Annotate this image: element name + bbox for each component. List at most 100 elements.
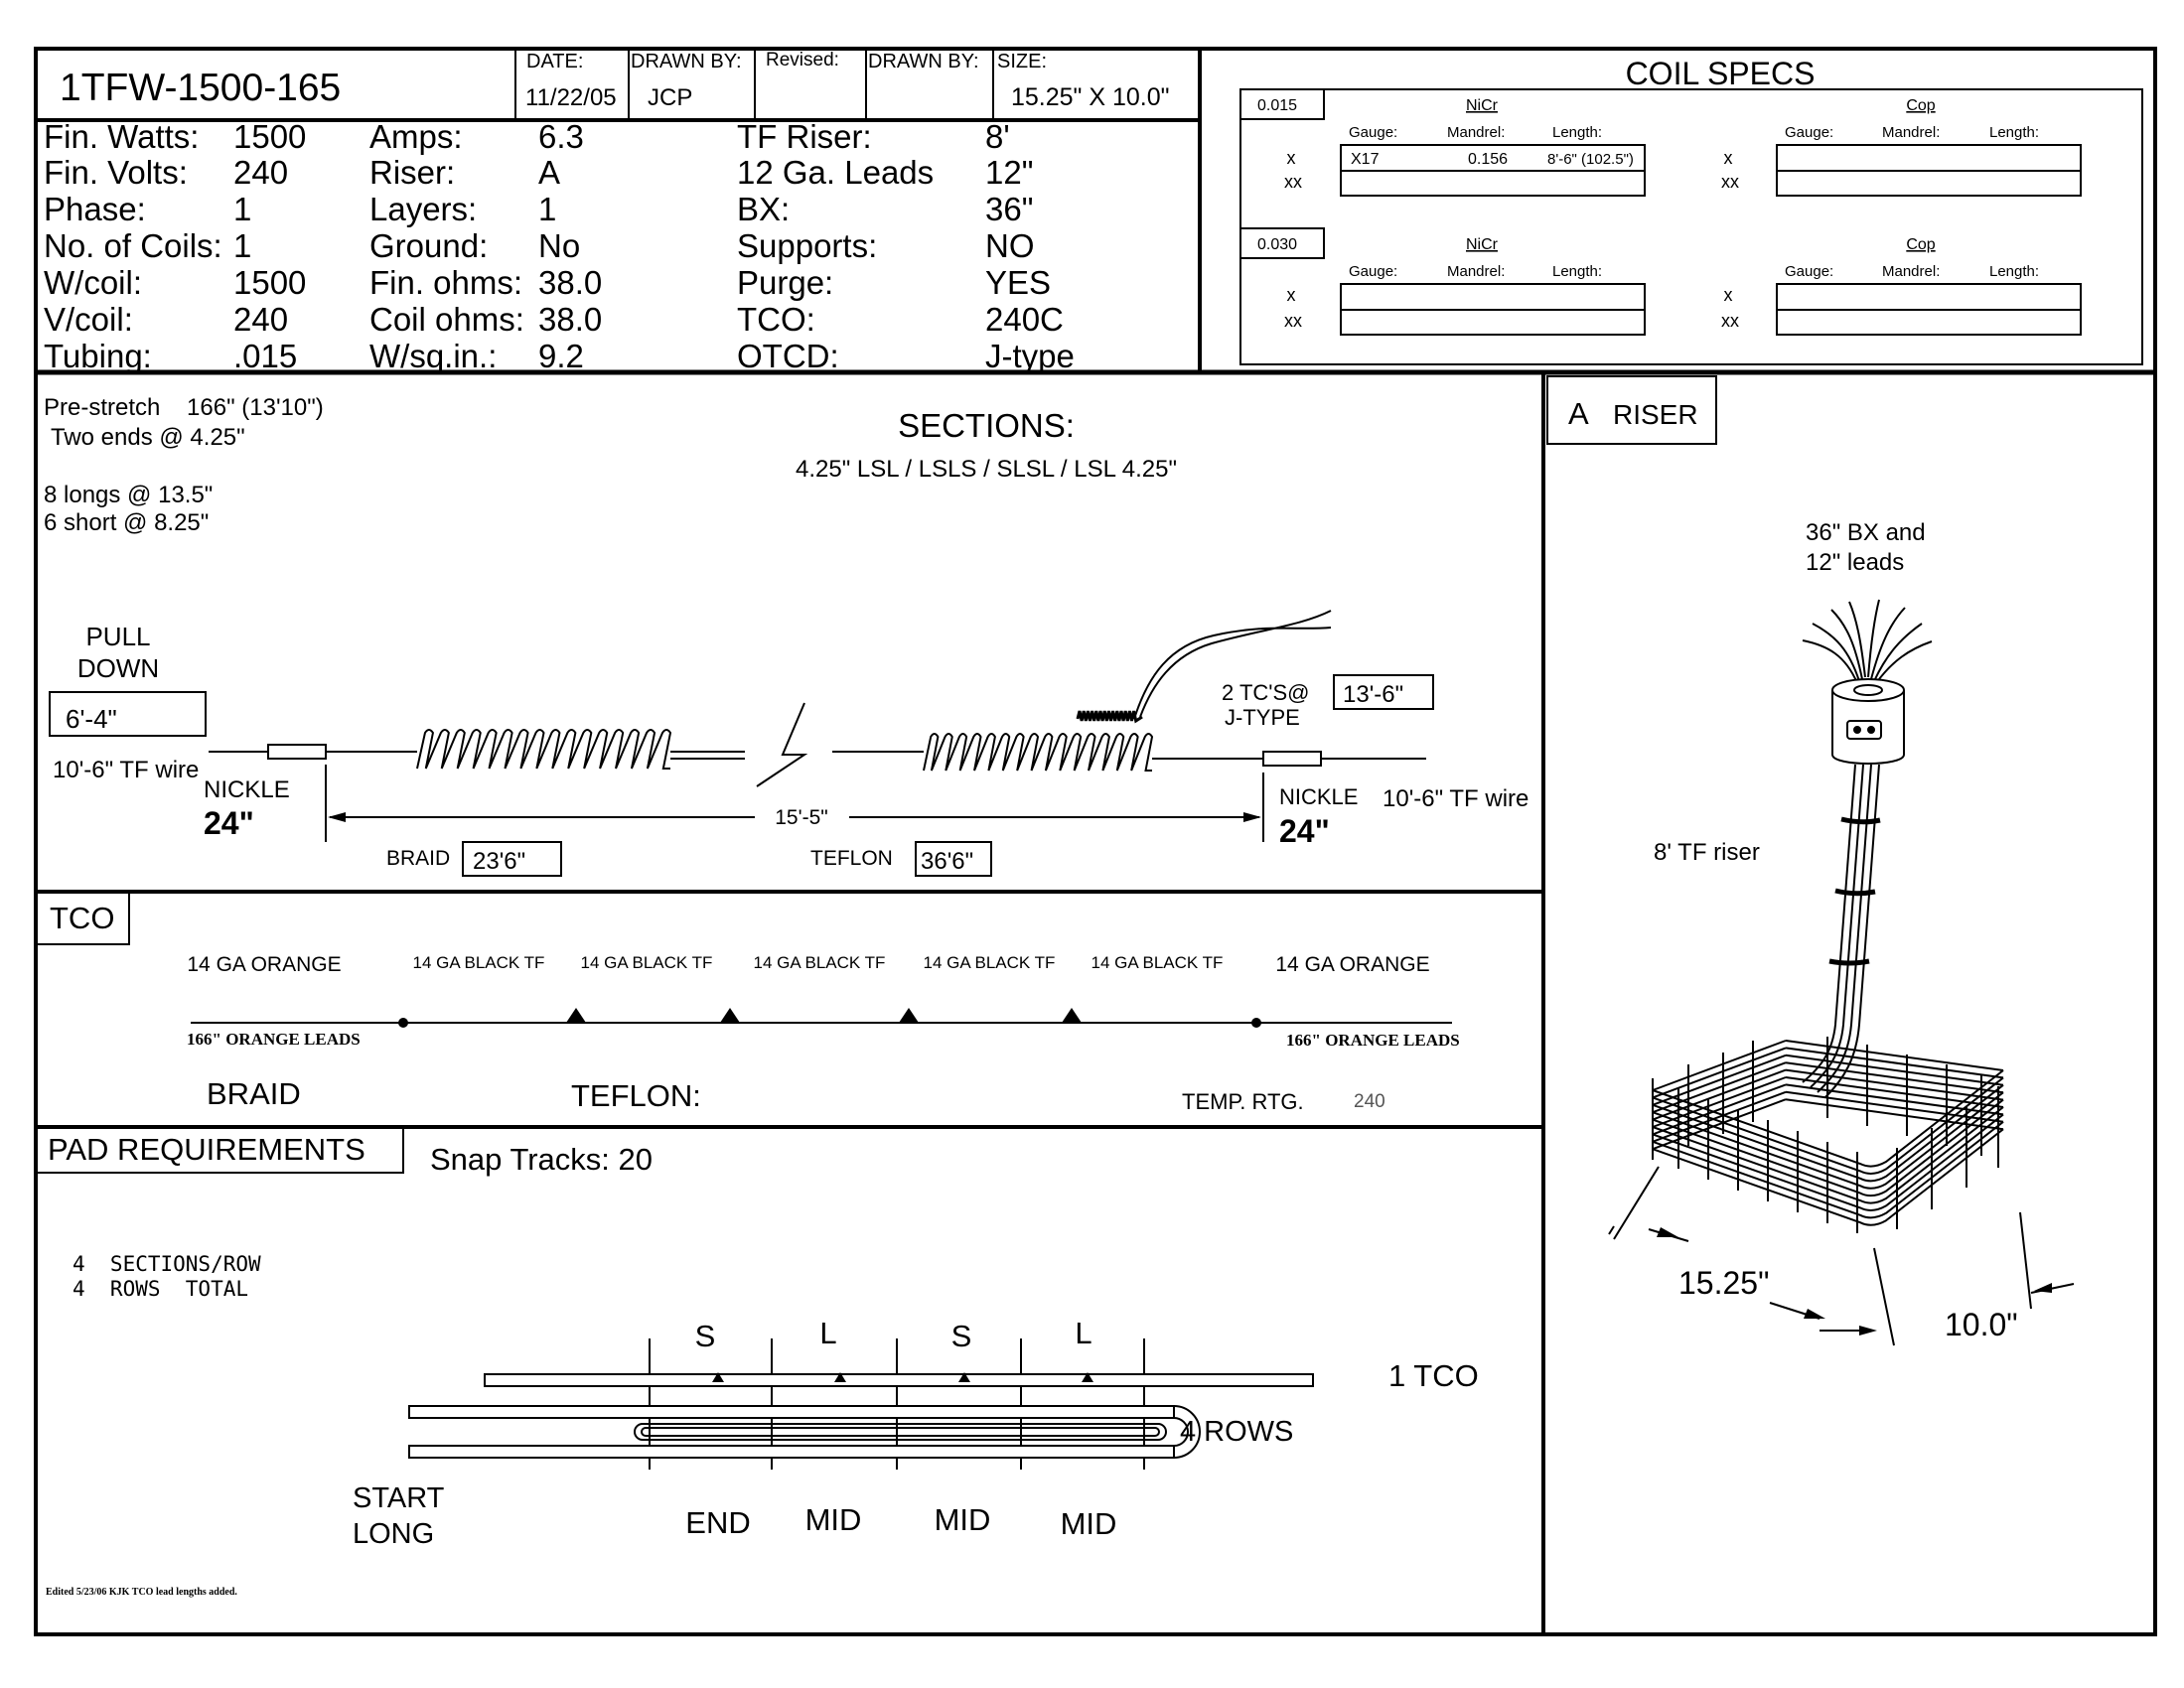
pull-down-value: 6'-4" — [66, 704, 117, 734]
spec-value: YES — [985, 264, 1051, 301]
tco-splice-right — [1251, 1018, 1261, 1028]
spec-label: Coil ohms: — [369, 301, 524, 338]
spec-label: W/sq.in.: — [369, 338, 497, 374]
teflon-label: TEFLON — [810, 847, 893, 870]
section-letter: S — [951, 1319, 972, 1353]
spec-label: V/coil: — [44, 301, 133, 338]
spec-value: No — [538, 227, 580, 264]
dim-length: 15.25" — [1678, 1265, 1769, 1301]
tco-lead-right: 166" ORANGE LEADS — [1286, 1031, 1460, 1050]
spec-value: 36" — [985, 191, 1033, 227]
tco-marker — [1062, 1008, 1082, 1023]
spec-value: 1 — [538, 191, 556, 227]
spec-label: Riser: — [369, 154, 455, 191]
section-letter: S — [695, 1319, 716, 1353]
cop-input-row — [1776, 144, 2082, 172]
spec-value: A — [538, 154, 560, 191]
x-label: x — [1287, 148, 1296, 168]
sections-per-row: 4 SECTIONS/ROW — [73, 1252, 261, 1276]
teflon-value: 36'6" — [921, 848, 973, 875]
nickle-left-length: 24" — [204, 805, 254, 841]
tco-wire-label: 14 GA BLACK TF — [754, 953, 886, 972]
spec-label: No. of Coils: — [44, 227, 222, 264]
spec-value: 240 — [233, 301, 288, 338]
snap-track — [408, 1405, 1175, 1419]
drawn-by-value: JCP — [648, 84, 692, 111]
rows-total: 4 ROWS TOTAL — [73, 1277, 248, 1301]
dim-arrow-right — [1243, 812, 1261, 822]
length-header: Length: — [1989, 263, 2039, 280]
temp-rating-value: 240 — [1354, 1091, 1385, 1112]
edit-note: Edited 5/23/06 KJK TCO lead lengths adde… — [46, 1587, 237, 1598]
nickle-right: NICKLE — [1279, 784, 1358, 809]
dim-arrow — [1859, 1326, 1877, 1336]
pull-down-label: DOWN — [77, 653, 159, 683]
dim-width: 10.0" — [1945, 1307, 2018, 1342]
xx-label: xx — [1721, 172, 1739, 192]
section-letter: L — [1075, 1316, 1092, 1350]
size-value: 15.25" X 10.0" — [1011, 83, 1170, 111]
riser-title: RISER — [1613, 399, 1698, 430]
gauge-header: Gauge: — [1349, 263, 1397, 280]
start-label: START — [353, 1482, 445, 1514]
position-label: END — [685, 1505, 750, 1540]
coil-specs-panel: COIL SPECS 0.015 NiCr Cop Gauge: Mandrel… — [1239, 56, 2143, 365]
tc-value: 13'-6" — [1343, 681, 1403, 708]
tf-wire-left: 10'-6" TF wire — [53, 757, 199, 783]
prestretch-note: Pre-stretch 166" (13'10") — [44, 394, 324, 421]
spec-label: BX: — [737, 191, 790, 227]
spec-value: 38.0 — [538, 264, 602, 301]
nicr-input-row — [1340, 283, 1646, 311]
sections-pattern: 4.25" LSL / LSLS / SLSL / LSL 4.25" — [796, 456, 1177, 483]
tco-lead-left: 166" ORANGE LEADS — [187, 1030, 361, 1049]
pad-title: PAD REQUIREMENTS — [48, 1132, 365, 1167]
nicr-input-row — [1340, 170, 1646, 197]
spec-value: 8' — [985, 118, 1010, 155]
xx-label: xx — [1721, 311, 1739, 331]
nickle-sleeve-left — [267, 744, 327, 760]
dim-arrow — [2034, 1283, 2052, 1293]
tco-wire-label: 14 GA BLACK TF — [581, 953, 713, 972]
sections-panel: Pre-stretch 166" (13'10") Two ends @ 4.2… — [44, 394, 1529, 877]
bx-cylinder — [1831, 678, 1905, 765]
nicr-mandrel-value: 0.156 — [1468, 151, 1508, 168]
spec-value: 1500 — [233, 264, 306, 301]
mandrel-header: Mandrel: — [1447, 124, 1505, 141]
braid-value: 23'6" — [473, 848, 525, 875]
tco-braid: BRAID — [207, 1076, 301, 1111]
nickle-right-length: 24" — [1279, 813, 1330, 849]
mandrel-header: Mandrel: — [1882, 263, 1940, 280]
cop-input-row — [1776, 309, 2082, 336]
spec-label: Fin. Volts: — [44, 154, 188, 191]
tco-wire-label: 14 GA ORANGE — [187, 953, 341, 976]
riser-dimensions — [1608, 1166, 2075, 1346]
snap-tracks: Snap Tracks: 20 — [430, 1142, 653, 1177]
drawn-by2-label: DRAWN BY: — [868, 51, 979, 72]
spec-value: .015 — [233, 338, 297, 374]
tco-title: TCO — [50, 901, 114, 935]
tco-wire-label: 14 GA BLACK TF — [1092, 953, 1224, 972]
position-label: MID — [1061, 1506, 1117, 1541]
spec-label: Ground: — [369, 227, 488, 264]
pull-down-label: PULL — [85, 622, 150, 651]
riser-panel: A RISER 36" BX and 12" leads 8' TF riser — [1546, 375, 2075, 1346]
spec-value: 6.3 — [538, 118, 584, 155]
riser-letter: A — [1568, 396, 1589, 431]
shorts-note: 6 short @ 8.25" — [44, 509, 209, 536]
tc-label: J-TYPE — [1225, 705, 1300, 730]
title-block: 1TFW-1500-165 DATE: 11/22/05 DRAWN BY: J… — [36, 49, 1200, 122]
thickness-label: 0.015 — [1257, 97, 1297, 114]
thermocouple-bead — [1076, 710, 1143, 724]
nicr-header: NiCr — [1466, 97, 1499, 114]
x-label: x — [1724, 285, 1733, 305]
frame — [34, 47, 2157, 1636]
coil-basket — [1652, 1037, 2004, 1233]
riser-leads — [1802, 599, 1933, 684]
spec-label: 12 Ga. Leads — [737, 154, 934, 191]
date-label: DATE: — [526, 51, 583, 72]
coil-rows-loop — [634, 1423, 1167, 1441]
dim-arrow — [1804, 1309, 1825, 1319]
tco-track — [484, 1373, 1314, 1387]
position-label: MID — [935, 1502, 991, 1537]
spec-label: Purge: — [737, 264, 833, 301]
